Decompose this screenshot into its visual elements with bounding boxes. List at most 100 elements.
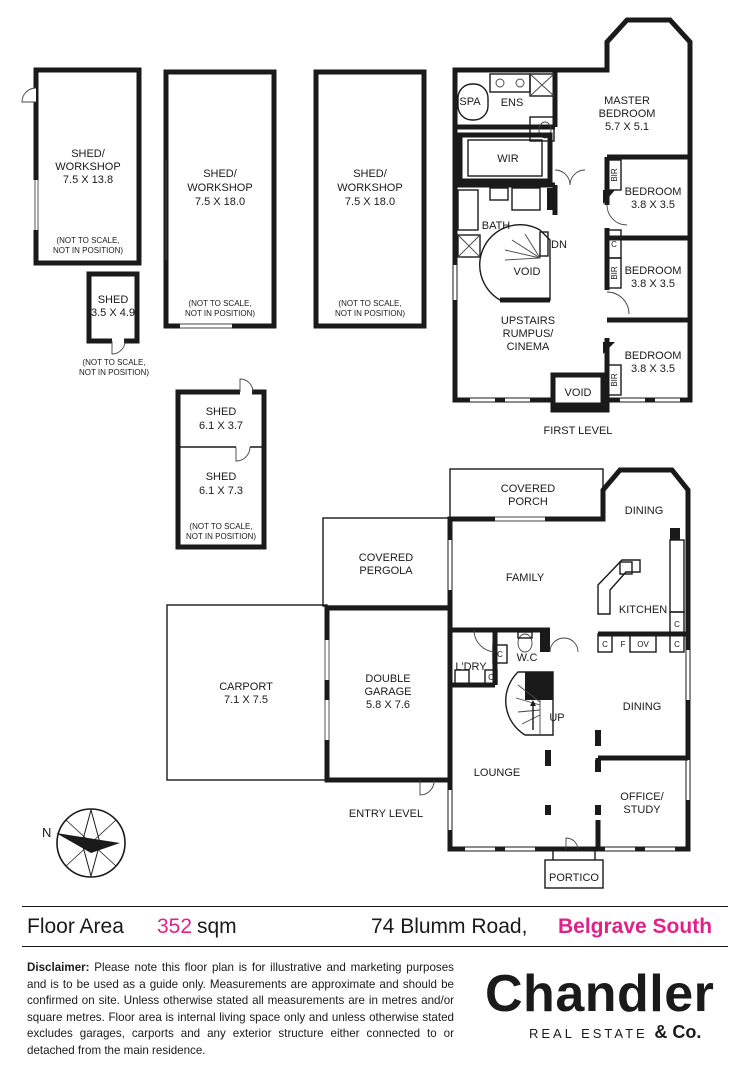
brand-name: Chandler bbox=[485, 965, 715, 1023]
disclaimer: Disclaimer: Please note this floor plan … bbox=[27, 960, 454, 1060]
el-kitchen: KITCHEN bbox=[619, 604, 667, 616]
el-carport-size: 7.1 X 7.5 bbox=[224, 694, 268, 706]
el-office1: OFFICE/ bbox=[620, 791, 664, 803]
shed1-note1: (NOT TO SCALE, bbox=[56, 236, 119, 245]
fl-c: C bbox=[611, 240, 617, 249]
el-f: F bbox=[621, 640, 626, 649]
shed4-size: 3.5 X 4.9 bbox=[91, 307, 135, 319]
disclaimer-text: Please note this floor plan is for illus… bbox=[27, 961, 454, 1057]
floor-area-value: 352 bbox=[157, 915, 193, 938]
brand-sub: REAL ESTATE bbox=[529, 1026, 648, 1041]
shed2-name2: WORKSHOP bbox=[187, 182, 252, 194]
shed-small: SHED 3.5 X 4.9 (NOT TO SCALE, NOT IN POS… bbox=[79, 271, 149, 377]
shed2-name: SHED/ bbox=[203, 168, 238, 180]
fl-bed3: BEDROOM bbox=[625, 350, 682, 362]
el-porch2: PORCH bbox=[508, 496, 548, 508]
shed6-note1: (NOT TO SCALE, bbox=[189, 522, 252, 531]
shed3-note2: NOT IN POSITION) bbox=[335, 309, 405, 318]
shed4-note2: NOT IN POSITION) bbox=[79, 368, 149, 377]
fl-bath: BATH bbox=[482, 220, 511, 232]
shed4-name: SHED bbox=[98, 294, 129, 306]
brand-subline: REAL ESTATE & Co. bbox=[529, 1022, 701, 1043]
shed5-name: SHED bbox=[206, 406, 237, 418]
el-c1: C bbox=[497, 650, 503, 659]
el-dining-top: DINING bbox=[625, 505, 664, 517]
shed1-size: 7.5 X 13.8 bbox=[63, 174, 113, 186]
fl-rumpus2: RUMPUS/ bbox=[503, 328, 555, 340]
fl-bed2-size: 3.8 X 3.5 bbox=[631, 278, 675, 290]
shed6-note2: NOT IN POSITION) bbox=[186, 532, 256, 541]
fl-void2: VOID bbox=[565, 387, 592, 399]
shed6-size: 6.1 X 7.3 bbox=[199, 485, 243, 497]
brand-amp: & Co. bbox=[654, 1022, 702, 1042]
el-garage2: GARAGE bbox=[364, 686, 411, 698]
shed2-note2: NOT IN POSITION) bbox=[185, 309, 255, 318]
fl-title: FIRST LEVEL bbox=[544, 425, 613, 437]
fl-bir2: BIR bbox=[610, 266, 619, 280]
shed3-name2: WORKSHOP bbox=[337, 182, 402, 194]
fl-bed1: BEDROOM bbox=[625, 186, 682, 198]
address: 74 Blumm Road, bbox=[371, 915, 528, 938]
el-c2: C bbox=[488, 673, 494, 682]
fl-bed3-size: 3.8 X 3.5 bbox=[631, 363, 675, 375]
el-up: UP bbox=[549, 712, 564, 724]
shed6-name: SHED bbox=[206, 471, 237, 483]
el-family: FAMILY bbox=[506, 572, 545, 584]
fl-bir3: BIR bbox=[610, 373, 619, 387]
el-garage1: DOUBLE bbox=[365, 673, 410, 685]
el-garage-size: 5.8 X 7.6 bbox=[366, 699, 410, 711]
shed3-name: SHED/ bbox=[353, 168, 388, 180]
el-ov: OV bbox=[637, 640, 649, 649]
el-office2: STUDY bbox=[623, 804, 661, 816]
el-title: ENTRY LEVEL bbox=[349, 808, 423, 820]
shed1-name: SHED/ bbox=[71, 148, 106, 160]
compass-n: N bbox=[42, 825, 51, 840]
shed-workshop-2: SHED/ WORKSHOP 7.5 X 18.0 (NOT TO SCALE,… bbox=[163, 69, 277, 329]
el-dining: DINING bbox=[623, 701, 662, 713]
shed3-size: 7.5 X 18.0 bbox=[345, 196, 395, 208]
shed1-note2: NOT IN POSITION) bbox=[53, 246, 123, 255]
floor-area-unit: sqm bbox=[197, 915, 237, 938]
el-portico: PORTICO bbox=[549, 872, 599, 884]
fl-master: MASTER bbox=[604, 95, 650, 107]
el-ldry: L'DRY bbox=[455, 661, 487, 673]
el-c3: C bbox=[602, 640, 608, 649]
el-lounge: LOUNGE bbox=[474, 767, 520, 779]
shed3-note1: (NOT TO SCALE, bbox=[338, 299, 401, 308]
fl-master-size: 5.7 X 5.1 bbox=[605, 121, 649, 133]
fl-void1: VOID bbox=[514, 266, 541, 278]
fl-bed1-size: 3.8 X 3.5 bbox=[631, 199, 675, 211]
shed-workshop-3: SHED/ WORKSHOP 7.5 X 18.0 (NOT TO SCALE,… bbox=[313, 69, 427, 329]
disclaimer-label: Disclaimer: bbox=[27, 961, 90, 974]
shed2-note1: (NOT TO SCALE, bbox=[188, 299, 251, 308]
north-arrow-icon bbox=[56, 833, 120, 853]
fl-bir1: BIR bbox=[610, 168, 619, 182]
floor-plan: SHED/ WORKSHOP 7.5 X 13.8 (NOT TO SCALE,… bbox=[21, 17, 693, 889]
shed4-note1: (NOT TO SCALE, bbox=[82, 358, 145, 367]
footer-top-rule bbox=[22, 906, 728, 907]
el-porch1: COVERED bbox=[501, 483, 555, 495]
fl-wir: WIR bbox=[497, 153, 518, 165]
footer-bottom-rule bbox=[22, 946, 728, 947]
el-pergola1: COVERED bbox=[359, 552, 413, 564]
el-pergola2: PERGOLA bbox=[359, 565, 413, 577]
floor-area-label: Floor Area bbox=[27, 915, 124, 938]
suburb: Belgrave South bbox=[558, 915, 713, 938]
first-level-plan: SPA ENS MASTER BEDROOM 5.7 X 5.1 WIR BAT… bbox=[452, 17, 693, 437]
brand-logo: Chandler REAL ESTATE & Co. bbox=[485, 965, 730, 1044]
fl-spa: SPA bbox=[459, 96, 481, 108]
shed2-size: 7.5 X 18.0 bbox=[195, 196, 245, 208]
shed-pair: SHED 6.1 X 3.7 SHED 6.1 X 7.3 (NOT TO SC… bbox=[175, 378, 267, 550]
shed1-name2: WORKSHOP bbox=[55, 161, 120, 173]
fl-bed2: BEDROOM bbox=[625, 265, 682, 277]
fl-rumpus3: CINEMA bbox=[507, 341, 550, 353]
el-c5: C bbox=[674, 640, 680, 649]
fl-ens: ENS bbox=[501, 97, 524, 109]
fl-rumpus1: UPSTAIRS bbox=[501, 315, 555, 327]
el-c4: C bbox=[674, 620, 680, 629]
fl-dn: DN bbox=[551, 239, 567, 251]
el-wc: W.C bbox=[517, 652, 538, 664]
fl-master2: BEDROOM bbox=[599, 108, 656, 120]
entry-level-plan: COVERED PORCH DINING COVERED PERGOLA FAM… bbox=[166, 467, 691, 889]
shed5-size: 6.1 X 3.7 bbox=[199, 420, 243, 432]
